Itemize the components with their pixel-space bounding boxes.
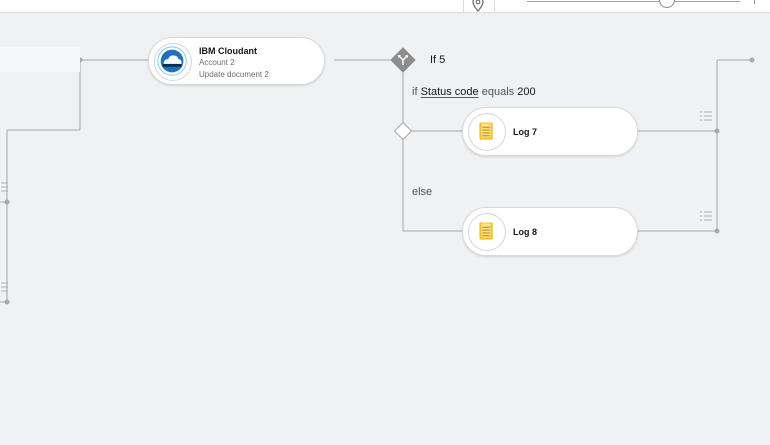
toolbar-divider — [463, 0, 464, 12]
node-title: Log 7 — [513, 127, 537, 137]
previous-node-card[interactable] — [0, 47, 80, 72]
log-7-node[interactable]: Log 7 — [462, 107, 638, 156]
node-action: Update document 2 — [199, 70, 269, 79]
condition-prefix: if — [412, 86, 418, 98]
location-pin-icon[interactable] — [470, 0, 486, 12]
log-icon — [468, 113, 506, 151]
top-toolbar — [0, 0, 770, 13]
condition-operator: equals — [481, 86, 515, 98]
node-title: IBM Cloudant — [199, 46, 257, 56]
list-icon — [1, 282, 8, 292]
if-branch-icon[interactable] — [390, 47, 416, 73]
else-label: else — [412, 186, 433, 198]
toolbar-divider — [494, 0, 495, 12]
node-title: Log 8 — [513, 227, 537, 237]
cloudant-icon — [154, 43, 192, 81]
list-icon — [700, 211, 712, 221]
log-icon — [468, 213, 506, 251]
zoom-slider-track[interactable] — [527, 1, 740, 2]
list-icon — [1, 182, 8, 192]
condition-expression[interactable]: if Status code equals 200 — [412, 86, 536, 98]
node-account: Account 2 — [199, 58, 235, 67]
list-icon — [700, 111, 712, 121]
cloudant-node[interactable]: IBM Cloudant Account 2 Update document 2 — [148, 37, 325, 85]
if-node-label[interactable]: If 5 — [430, 54, 446, 66]
zoom-slider-end-tick — [754, 0, 755, 4]
log-8-node[interactable]: Log 8 — [462, 207, 638, 256]
condition-field[interactable]: Status code — [420, 86, 479, 98]
condition-value: 200 — [517, 86, 536, 98]
